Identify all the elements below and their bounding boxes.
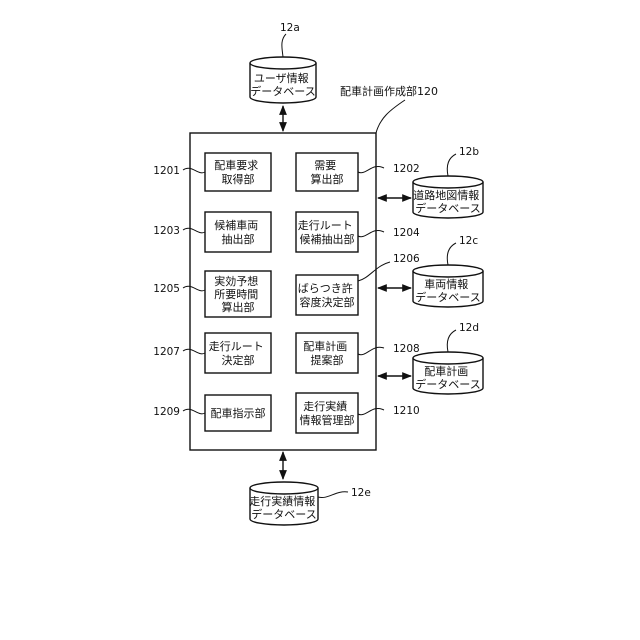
module-1205: 実効予想 所要時間 算出部 1205 (153, 271, 271, 317)
module-1201: 配車要求 取得部 1201 (153, 153, 271, 191)
module-line: 容度決定部 (300, 295, 355, 309)
database-line: データベース (415, 290, 480, 304)
ref-number: 1205 (153, 283, 180, 295)
ref-number: 1208 (393, 343, 420, 355)
leader-line (447, 243, 456, 265)
database-line: データベース (250, 84, 315, 98)
cylinder-top (413, 265, 483, 277)
ref-number: 1209 (153, 406, 180, 418)
database-12e: 走行実績情報 データベース 12e (249, 482, 371, 525)
svg-text:配車指示部: 配車指示部 (211, 406, 266, 420)
database-12b: 道路地図情報 データベース 12b (413, 146, 483, 218)
module-line: 候補抽出部 (300, 232, 355, 246)
database-12c: 車両情報 データベース 12c (413, 235, 483, 307)
main-block-label: 配車計画作成部120 (340, 84, 438, 98)
module-1204: 走行ルート 候補抽出部 1204 (296, 212, 420, 252)
database-line: 車両情報 (424, 277, 468, 291)
ref-number: 12a (280, 22, 300, 34)
module-line: 需要 (314, 159, 336, 172)
module-line: 配車指示部 (211, 406, 266, 420)
module-line: 決定部 (222, 353, 255, 367)
database-line: ユーザ情報 (254, 72, 309, 85)
svg-text:走行ルート 候補抽出部: 走行ルート 候補抽出部 (298, 219, 357, 246)
ref-number: 12b (459, 146, 479, 158)
module-line: 算出部 (311, 172, 344, 186)
cylinder-top (250, 57, 316, 69)
module-line: 走行ルート (209, 340, 264, 353)
module-line: 候補車両 (214, 218, 258, 232)
leader-line (447, 154, 456, 176)
ref-number: 12c (459, 235, 478, 247)
ref-number: 1203 (153, 225, 180, 237)
main-block-leader (376, 100, 405, 133)
ref-number: 1201 (153, 165, 180, 177)
module-box (296, 333, 358, 373)
module-1202: 需要 算出部 1202 (296, 153, 420, 191)
ref-number: 1206 (393, 253, 420, 265)
ref-number: 1210 (393, 405, 420, 417)
module-line: 取得部 (222, 172, 255, 186)
ref-number: 1202 (393, 163, 420, 175)
database-line: データベース (251, 507, 316, 521)
module-line: 実効予想 (214, 274, 258, 288)
module-1207: 走行ルート 決定部 1207 (153, 333, 271, 373)
database-line: 走行実績情報 (249, 494, 315, 508)
module-box (296, 393, 358, 433)
module-line: 算出部 (222, 300, 255, 314)
database-line: データベース (415, 201, 480, 215)
ref-number: 12d (459, 322, 479, 334)
module-box (205, 333, 271, 373)
module-box (296, 212, 358, 252)
svg-text:道路地図情報 データベース: 道路地図情報 データベース (413, 188, 483, 215)
leader-line (282, 34, 286, 57)
module-1203: 候補車両 抽出部 1203 (153, 212, 271, 252)
database-line: 配車計画 (424, 364, 468, 378)
module-line: 走行ルート (298, 219, 353, 232)
ref-number: 12e (351, 487, 371, 499)
svg-text:ユーザ情報 データベース: ユーザ情報 データベース (250, 72, 315, 98)
module-line: 走行実績 (303, 399, 347, 413)
svg-text:需要 算出部: 需要 算出部 (311, 159, 344, 186)
leader-line (318, 492, 348, 498)
module-box (296, 275, 358, 315)
cylinder-top (250, 482, 318, 494)
svg-text:ばらつき許 容度決定部: ばらつき許 容度決定部 (298, 282, 357, 309)
database-12d: 配車計画 データベース 12d (413, 322, 483, 394)
module-1210: 走行実績 情報管理部 1210 (296, 393, 420, 433)
cylinder-top (413, 352, 483, 364)
database-line: 道路地図情報 (413, 188, 479, 202)
ref-number: 1204 (393, 227, 420, 239)
svg-text:配車計画 データベース: 配車計画 データベース (415, 364, 480, 391)
module-line: 配車要求 (214, 158, 258, 172)
cylinder-top (413, 176, 483, 188)
module-line: 抽出部 (222, 232, 255, 246)
svg-text:走行実績情報 データベース: 走行実績情報 データベース (249, 494, 319, 521)
module-line: 情報管理部 (300, 413, 355, 427)
database-12a: ユーザ情報 データベース 12a (250, 22, 316, 103)
module-box (205, 212, 271, 252)
svg-text:車両情報 データベース: 車両情報 データベース (415, 277, 480, 304)
leader-line (447, 330, 456, 352)
module-line: 所要時間 (214, 288, 258, 301)
module-1209: 配車指示部 1209 (153, 395, 271, 431)
module-1208: 配車計画 提案部 1208 (296, 333, 420, 373)
database-line: データベース (415, 377, 480, 391)
ref-number: 1207 (153, 346, 180, 358)
module-line: 提案部 (311, 353, 344, 367)
module-line: ばらつき許 (298, 282, 353, 295)
module-line: 配車計画 (303, 339, 347, 353)
